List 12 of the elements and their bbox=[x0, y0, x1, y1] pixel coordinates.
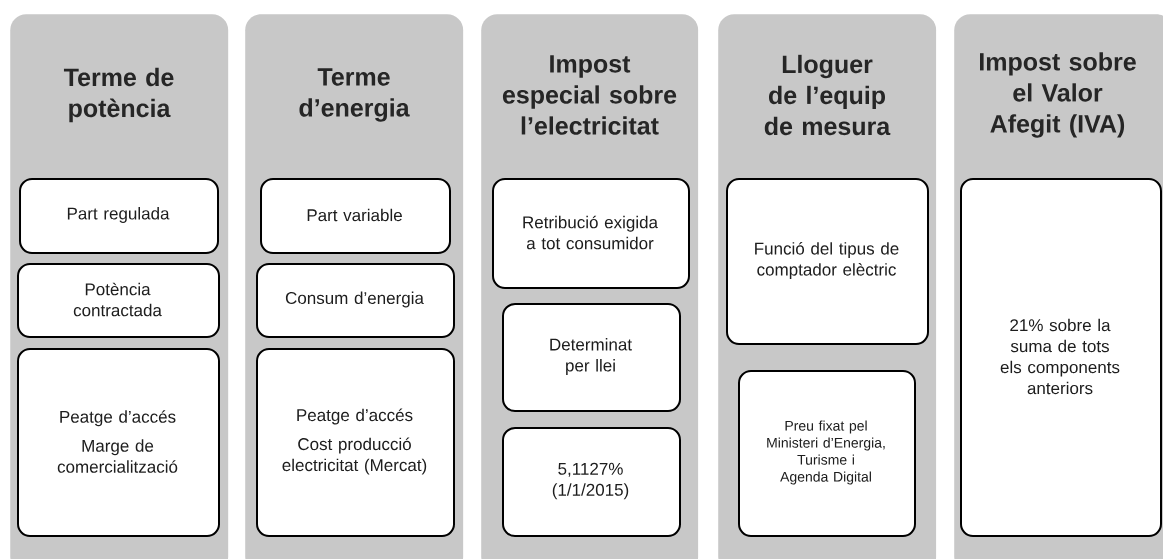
text-box: Peatge d’accés Cost producció electricitat (Mercat) bbox=[256, 348, 455, 537]
text-box: Peatge d’accés Marge de comercialització bbox=[17, 348, 220, 537]
text-box: Retribució exigida a tot consumidor bbox=[492, 178, 690, 289]
text-box: 5,1127% (1/1/2015) bbox=[502, 427, 681, 537]
text-box: 21% sobre la suma de tots els components anteriors bbox=[960, 178, 1162, 537]
text-box: Preu fixat pel Ministeri d’Energia, Turisme i Agenda Digital bbox=[738, 370, 916, 537]
text-box: Consum d’energia bbox=[256, 263, 455, 338]
text-box: Determinat per llei bbox=[502, 303, 681, 412]
text-box: Part regulada bbox=[19, 178, 219, 254]
text-box: Potència contractada bbox=[17, 263, 220, 338]
text-box: Part variable bbox=[260, 178, 451, 254]
text-box: Funció del tipus de comptador elèctric bbox=[726, 178, 929, 345]
